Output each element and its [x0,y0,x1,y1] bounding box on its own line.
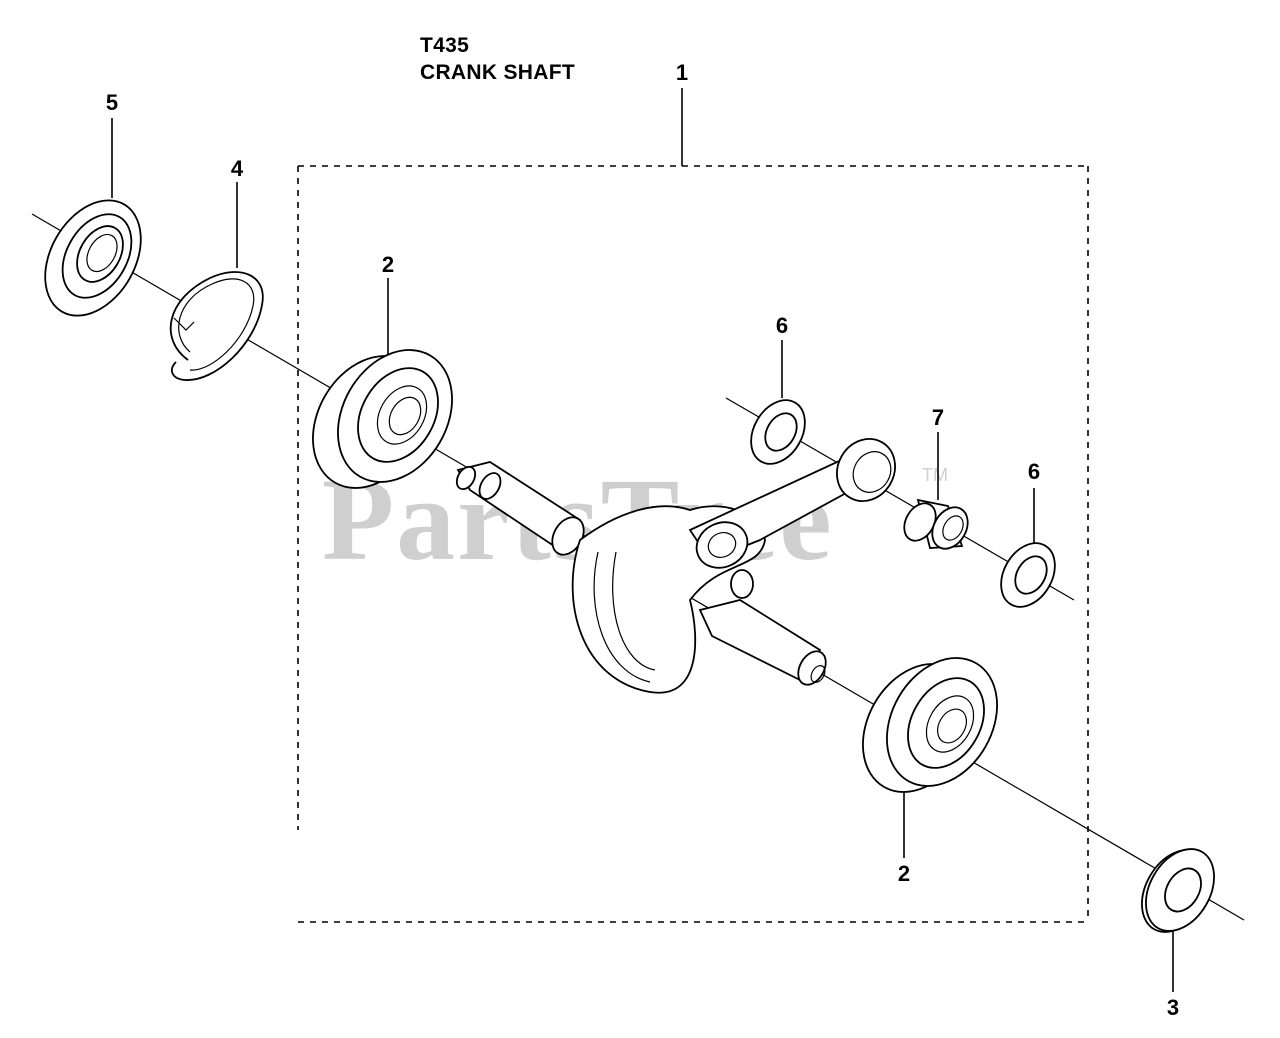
watermark-trademark: TM [922,465,948,485]
needle-bearing-part-7 [903,498,969,550]
ball-bearing-part-2-upper [312,349,453,489]
leader-lines [111,118,1174,992]
callout-6-lower: 6 [1027,459,1041,484]
connecting-rod [688,438,896,569]
callout-2-upper: 2 [381,252,395,277]
callout-5: 5 [105,90,119,115]
callout-2-lower: 2 [897,861,911,886]
callout-1: 1 [675,60,689,85]
washer-part-3 [1141,848,1215,933]
section-title: CRANK SHAFT [420,61,575,84]
thrust-washer-part-6-lower [1000,542,1056,608]
assembly-bracket [297,88,1089,923]
thrust-washer-part-6-upper [750,399,806,465]
ball-bearing-part-2-lower [862,657,998,793]
callout-7: 7 [931,405,945,430]
callout-4: 4 [230,156,244,181]
model-number: T435 [420,34,470,57]
callout-3: 3 [1166,995,1180,1020]
oil-seal-part-5 [44,199,142,317]
circlip-part-4 [169,271,264,381]
callout-6-upper: 6 [775,313,789,338]
